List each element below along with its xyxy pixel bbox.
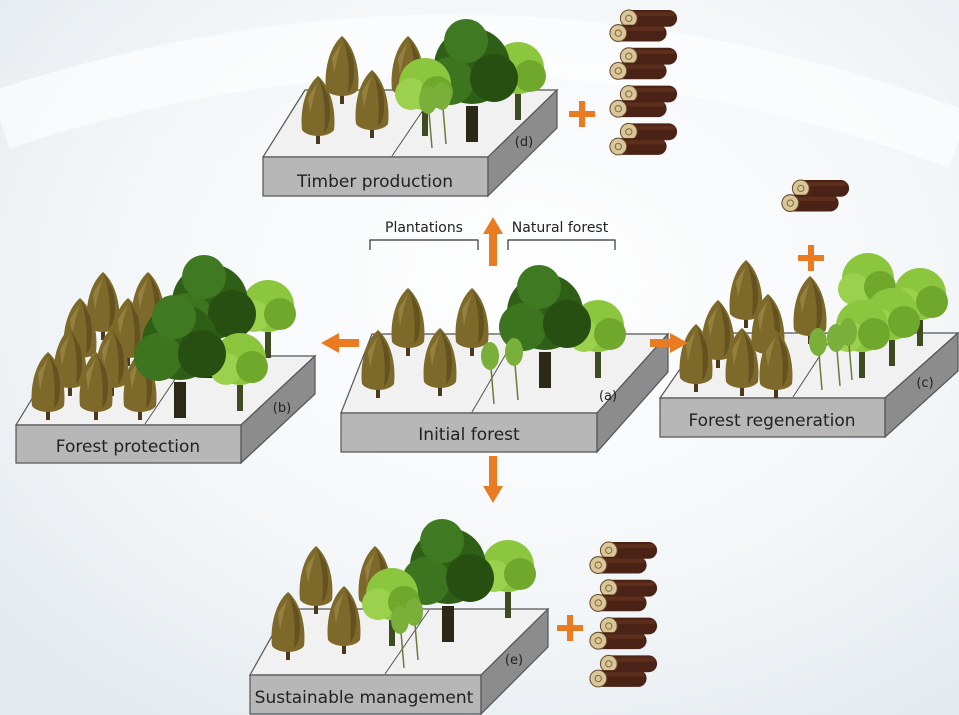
arrow-up [483, 217, 503, 266]
arrow-left [321, 333, 359, 353]
plus-icon-timber [569, 101, 595, 127]
arrow-right [650, 333, 688, 353]
panel-title-sustainable-management: Sustainable management [255, 688, 474, 708]
panel-tag-b: (b) [273, 401, 291, 416]
arrow-down [483, 456, 503, 503]
label-plantations: Plantations [385, 220, 463, 236]
panel-sustainable-management: Sustainable management (e) [248, 519, 550, 715]
label-natural-forest: Natural forest [512, 220, 609, 236]
panel-tag-e: (e) [505, 653, 523, 668]
log-stack-icon-sustainable [590, 542, 657, 687]
panel-tag-c: (c) [916, 376, 933, 391]
header-braces [369, 239, 616, 250]
panel-title-timber-production: Timber production [296, 172, 453, 192]
panel-initial-forest: Initial forest (a) [340, 265, 670, 454]
panel-forest-protection: Forest protection (b) [14, 255, 317, 465]
panel-forest-regeneration: Forest regeneration (c) [658, 253, 959, 439]
log-stack-icon-timber [610, 10, 677, 155]
panel-title-forest-regeneration: Forest regeneration [688, 411, 855, 431]
plus-icon-sustainable [557, 615, 583, 641]
panel-timber-production: Timber production (d) [261, 19, 559, 198]
plus-icon-regeneration [798, 245, 824, 271]
log-stack-icon-regeneration [782, 180, 849, 212]
panel-tag-d: (d) [515, 135, 533, 150]
panel-title-initial-forest: Initial forest [418, 425, 520, 445]
panel-tag-a: (a) [599, 389, 617, 404]
panel-title-forest-protection: Forest protection [56, 437, 200, 457]
